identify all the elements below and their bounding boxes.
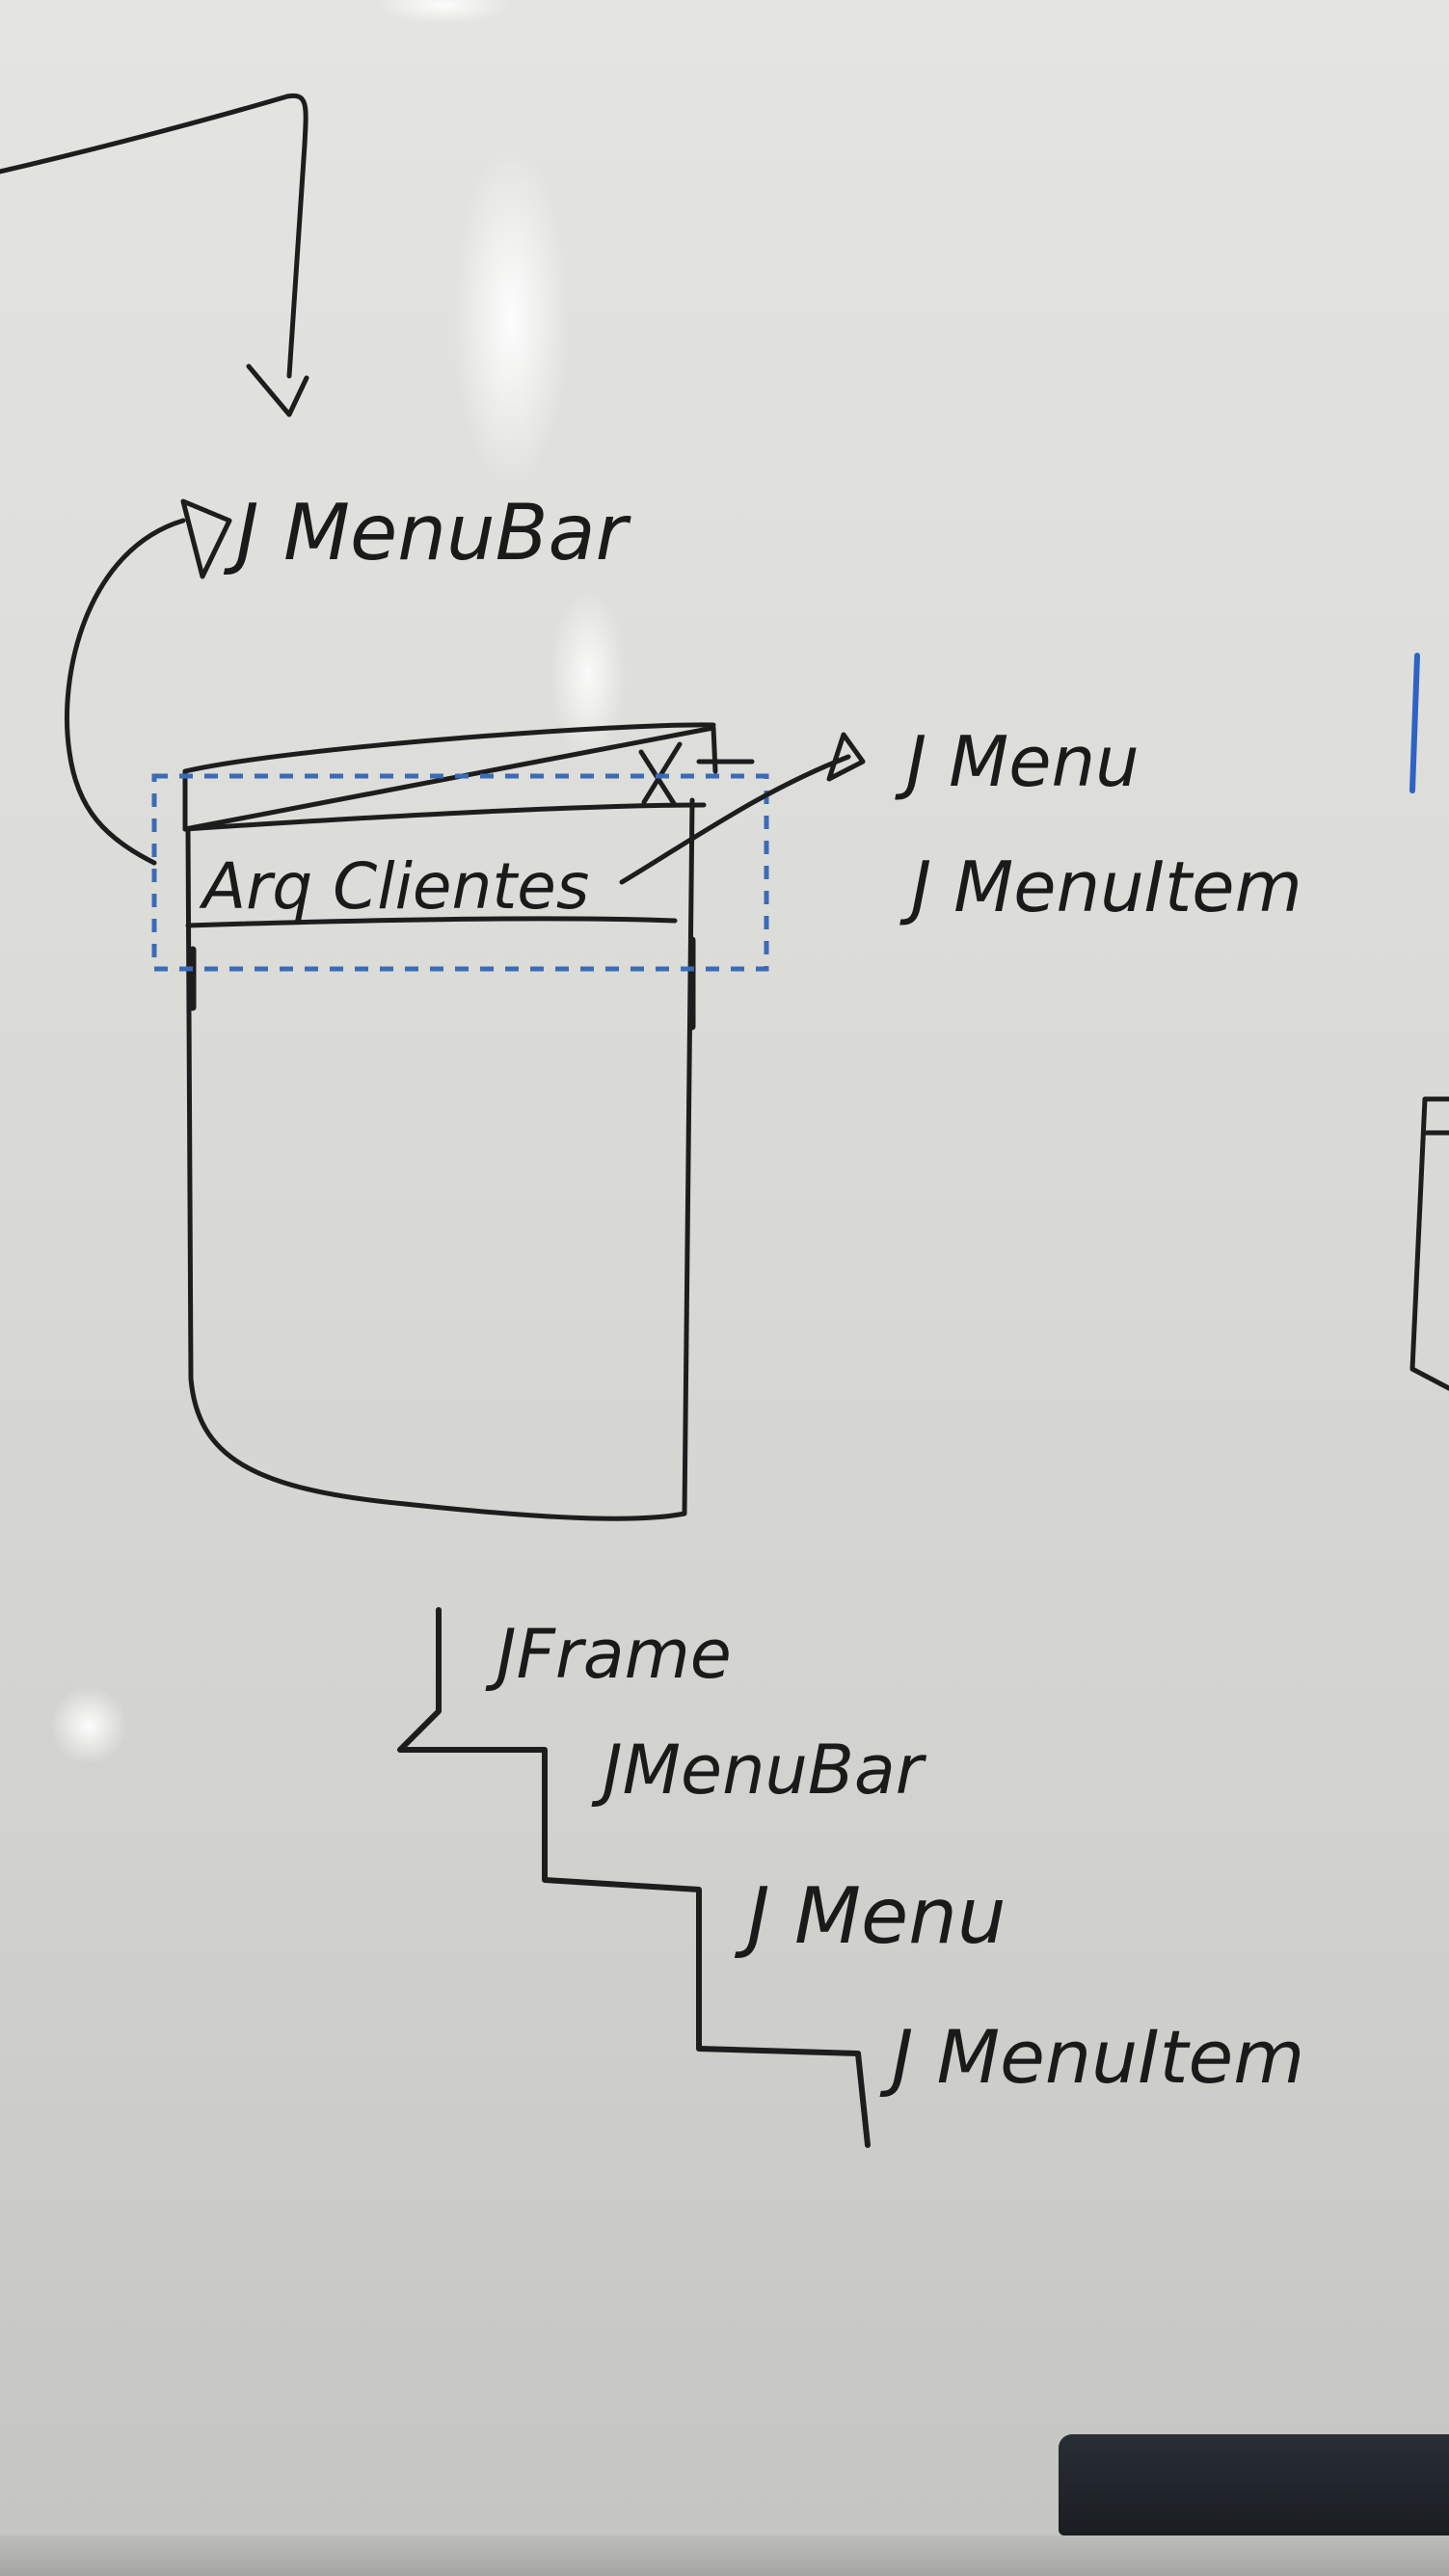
hierarchy-jframe: JFrame bbox=[485, 1615, 732, 1694]
edge-partial-frame bbox=[1409, 1096, 1449, 1391]
window-scrollbar-mark bbox=[189, 936, 696, 1031]
hierarchy-jmenu: J Menu bbox=[734, 1871, 1006, 1961]
label-menuitem-right: J MenuItem bbox=[899, 846, 1302, 927]
edge-blue-mark bbox=[1409, 653, 1420, 793]
menu-arrow-head bbox=[826, 732, 866, 782]
label-menu-right: J Menu bbox=[895, 721, 1140, 802]
window-body bbox=[185, 797, 695, 1521]
menubar-divider bbox=[185, 916, 678, 928]
label-menubar-top: J MenuBar bbox=[223, 488, 632, 577]
top-arrow-line bbox=[0, 93, 309, 379]
top-arrow-head bbox=[246, 363, 309, 417]
eraser bbox=[1059, 2434, 1449, 2536]
selection-dashed-box bbox=[151, 773, 769, 972]
menu-arrow-line bbox=[619, 754, 851, 885]
window-frame bbox=[182, 722, 716, 832]
menubar-pointer-icon bbox=[180, 498, 232, 579]
menubar-items-label: Arq Clientes bbox=[199, 849, 589, 924]
hierarchy-jmenuitem: J MenuItem bbox=[879, 2014, 1304, 2100]
marker-tray bbox=[0, 2536, 1449, 2576]
menubar-connector bbox=[65, 518, 186, 866]
hierarchy-staircase bbox=[397, 1607, 871, 2148]
hierarchy-jmenubar: JMenuBar bbox=[591, 1731, 927, 1810]
